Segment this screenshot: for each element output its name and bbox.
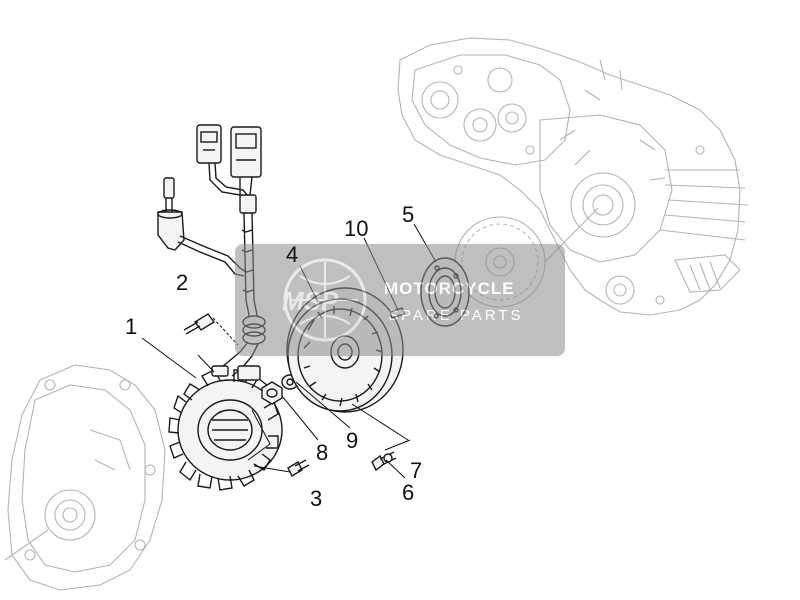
callout-7: 7 [410,458,422,483]
screw-part-2 [183,313,239,346]
callout-5: 5 [402,202,414,227]
bolt-part-3 [287,459,310,477]
callout-1: 1 [125,314,137,339]
left-engine-cover-outline [4,364,166,591]
callout-10: 10 [344,216,368,241]
watermark-logo: MSP [282,286,339,316]
watermark: MSP MOTORCYCLE SPARE PARTS [235,244,565,356]
callout-labels: 1 2 3 4 5 6 7 8 9 10 [125,202,422,511]
callout-2: 2 [176,270,188,295]
nut-part-8 [261,381,283,405]
watermark-line-1: MOTORCYCLE [384,279,515,298]
watermark-line-2: SPARE PARTS [388,307,524,324]
callout-4: 4 [286,242,298,267]
callout-8: 8 [316,440,328,465]
callout-3: 3 [310,486,322,511]
stator-coil [168,365,283,491]
engine-crankcase-outline [397,37,749,316]
bolt-part-6-7 [371,451,397,472]
callout-6: 6 [402,480,414,505]
callout-9: 9 [346,428,358,453]
